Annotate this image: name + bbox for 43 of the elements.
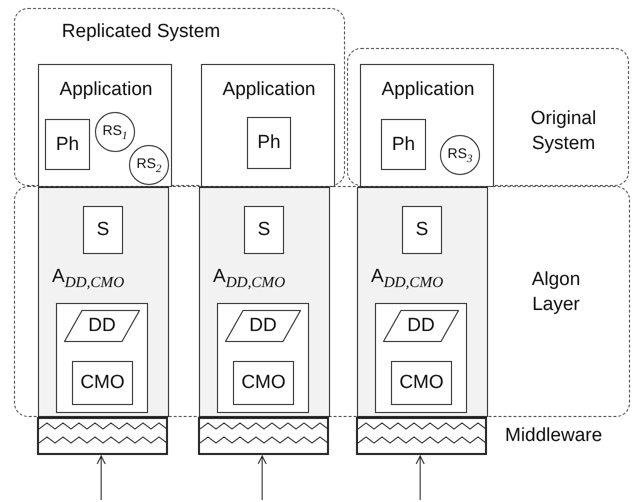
dashed-region bbox=[14, 8, 345, 186]
component-box: Ph bbox=[381, 119, 426, 170]
data-parallelogram: DD bbox=[383, 310, 459, 342]
region-title: Original System bbox=[530, 107, 598, 156]
layer-box bbox=[199, 187, 330, 417]
box-title: Application bbox=[380, 78, 476, 102]
layer-title: A$_{DD,CMO}$ bbox=[213, 265, 286, 293]
dashed-region bbox=[347, 48, 629, 186]
middleware-box bbox=[37, 417, 168, 455]
component-box: S bbox=[244, 206, 284, 254]
layer-title: A$_{DD,CMO}$ bbox=[371, 265, 444, 293]
layer-title: A$_{DD,CMO}$ bbox=[52, 265, 126, 293]
component-box: Ph bbox=[45, 119, 90, 170]
component-box bbox=[375, 303, 467, 413]
circle-node: RS$_{3}$ bbox=[440, 135, 480, 175]
component-box: CMO bbox=[391, 361, 452, 405]
data-parallelogram: DD bbox=[225, 310, 301, 342]
component-box: CMO bbox=[233, 361, 294, 405]
arrow bbox=[416, 456, 425, 500]
component-box bbox=[56, 303, 148, 413]
circle-node: RS$_{1}$ bbox=[95, 112, 135, 152]
application-box bbox=[38, 64, 172, 187]
component-box bbox=[217, 303, 309, 413]
component-box: Ph bbox=[247, 117, 291, 169]
middleware-box bbox=[356, 417, 487, 455]
layer-box bbox=[357, 187, 488, 417]
dashed-region bbox=[14, 186, 630, 417]
layer-label: Middleware bbox=[505, 425, 602, 447]
box-title: Application bbox=[222, 78, 316, 102]
application-box bbox=[360, 64, 494, 187]
component-box: S bbox=[402, 206, 442, 254]
region-title: Algon Layer bbox=[530, 268, 582, 317]
component-box: CMO bbox=[72, 361, 133, 405]
arrow bbox=[96, 456, 106, 500]
middleware-box bbox=[198, 417, 329, 455]
region-title: Replicated System bbox=[60, 20, 222, 44]
component-box: S bbox=[83, 206, 123, 254]
circle-node: RS$_{2}$ bbox=[129, 145, 169, 185]
application-box bbox=[201, 64, 335, 187]
arrow bbox=[258, 456, 267, 500]
data-parallelogram: DD bbox=[64, 310, 140, 342]
box-title: Application bbox=[58, 78, 154, 102]
layer-box bbox=[38, 187, 169, 417]
